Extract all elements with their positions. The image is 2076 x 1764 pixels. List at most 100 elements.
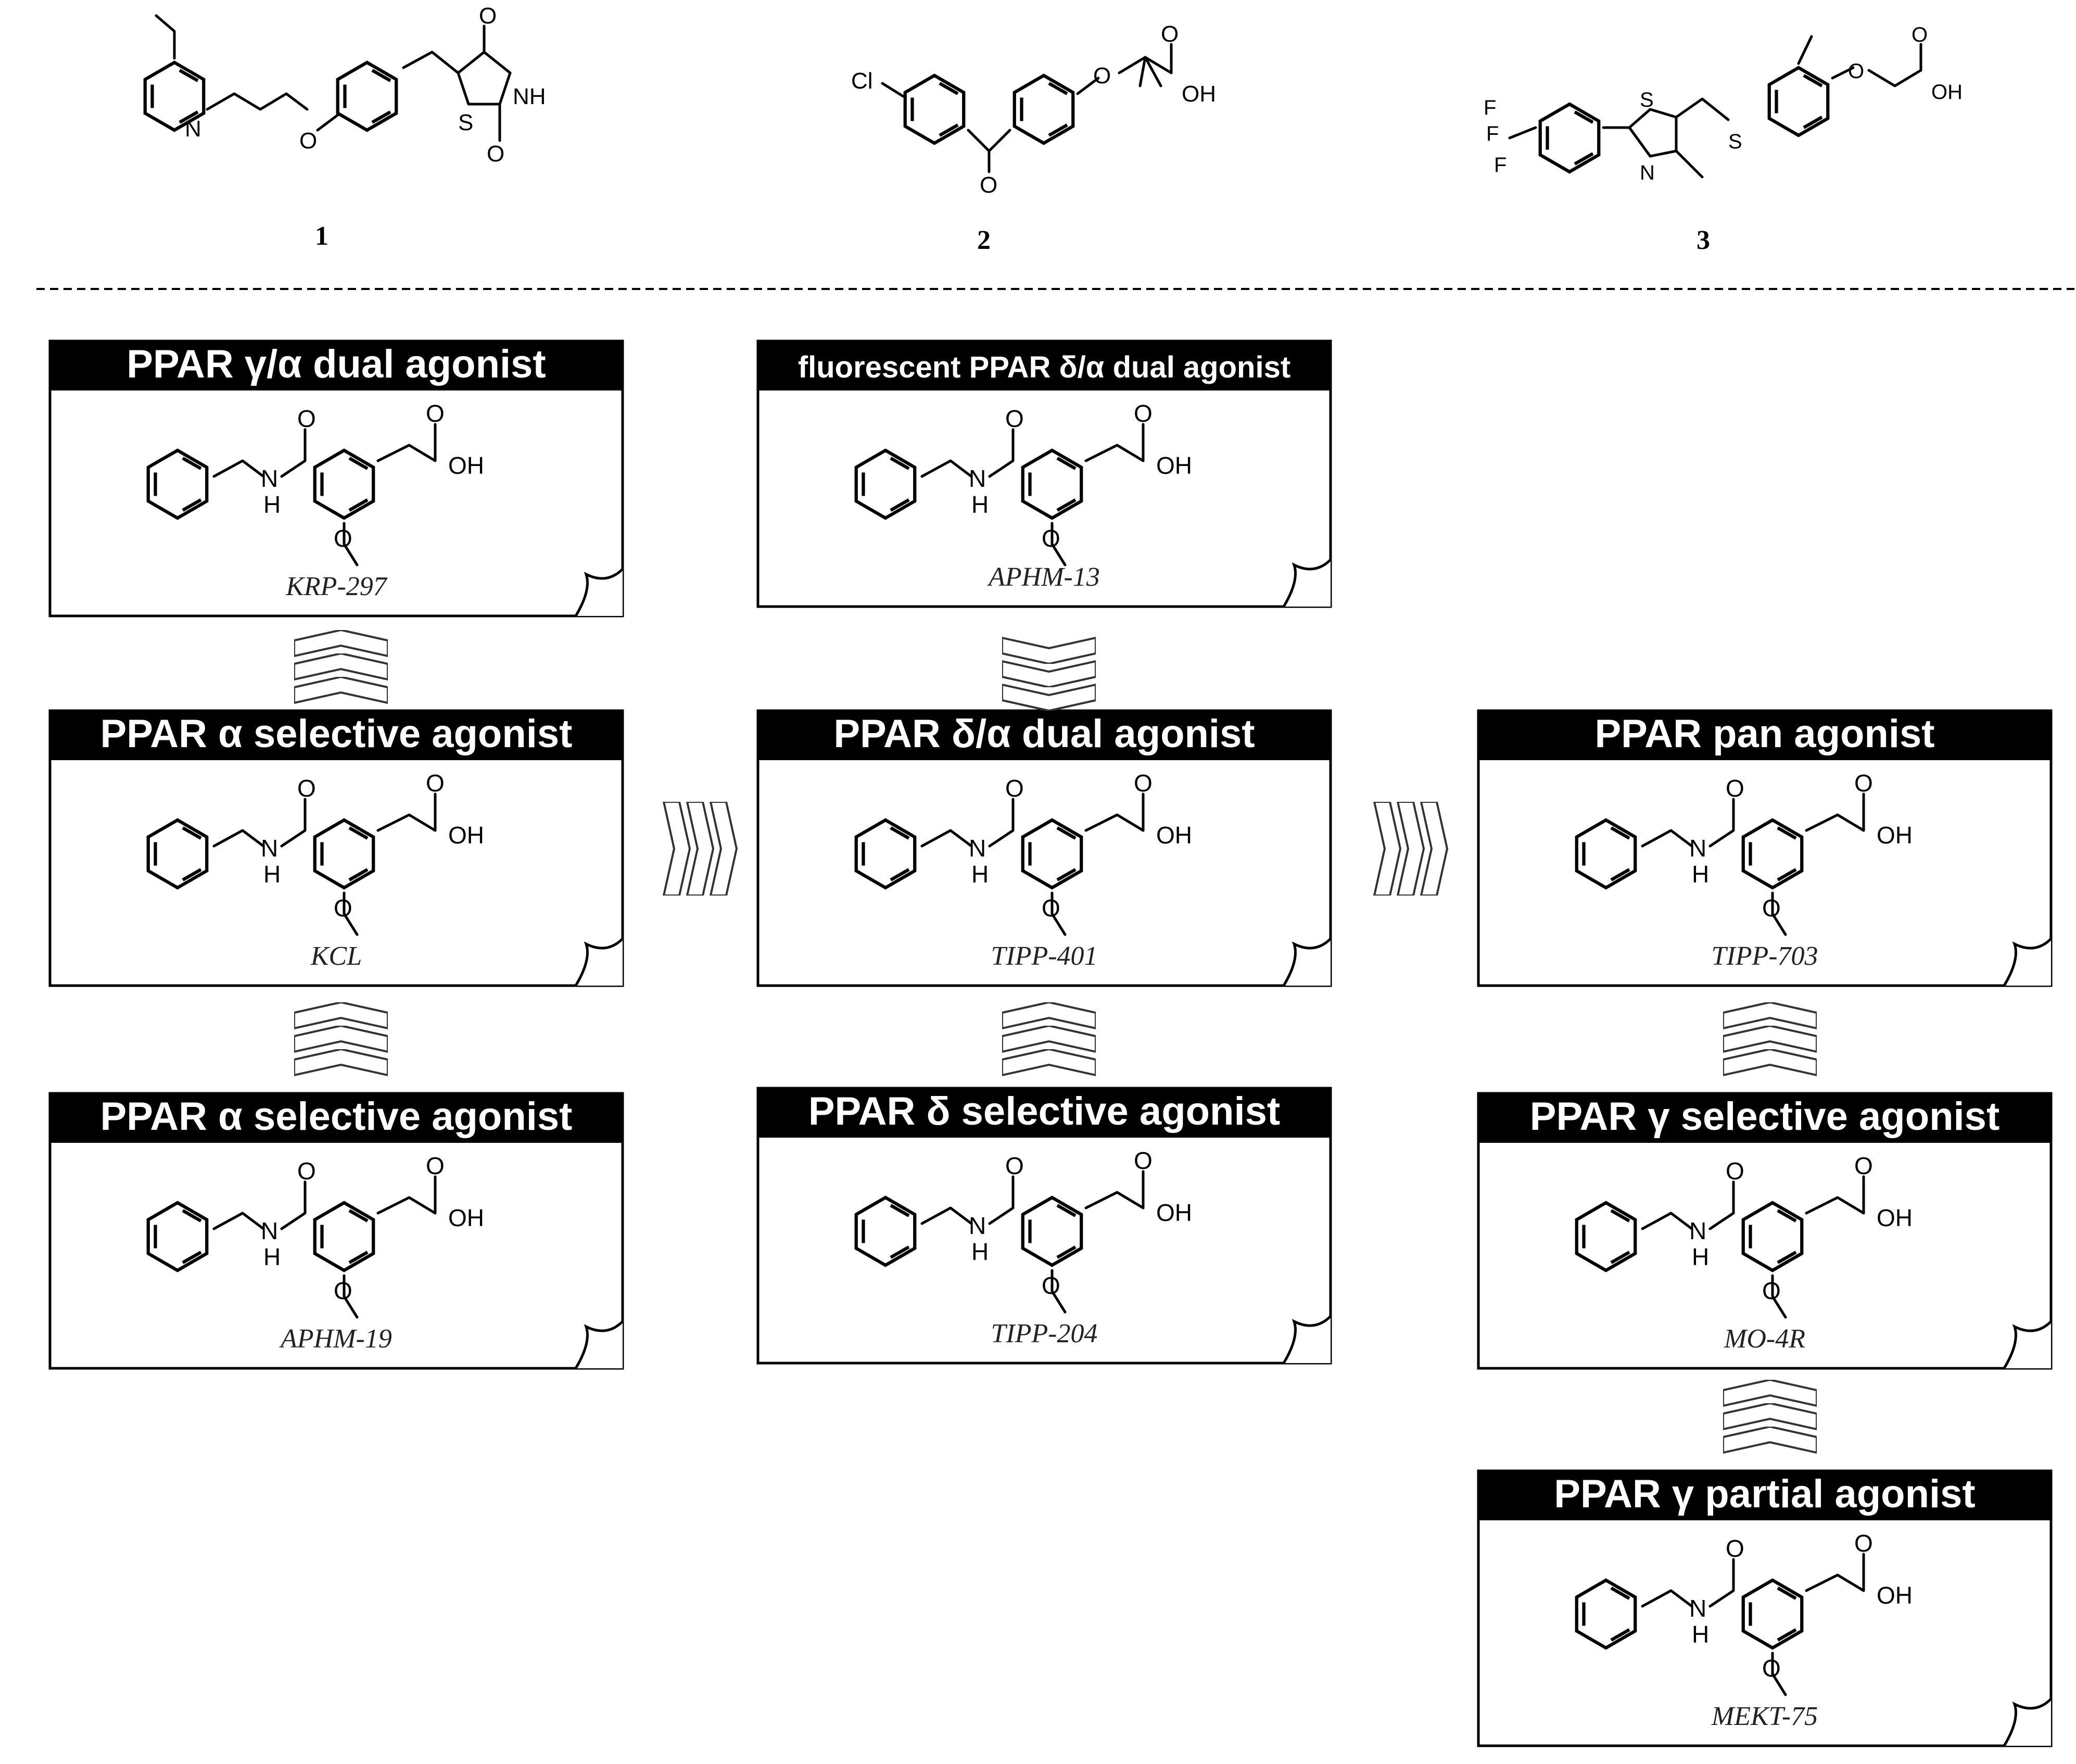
atom-label: OH (1877, 1204, 1913, 1231)
card-title-bar (50, 341, 623, 390)
atom-label: N (1689, 835, 1706, 862)
transition-arrow (1002, 637, 1096, 711)
atom-label: O (426, 770, 445, 797)
atom-label: O (334, 894, 352, 922)
card-title: PPAR δ/α dual agonist (833, 712, 1255, 756)
card-title-bar (50, 1093, 623, 1143)
atom-label: O (1762, 894, 1781, 922)
compound-name: APHM-19 (279, 1324, 392, 1354)
card-title: PPAR pan agonist (1594, 712, 1934, 756)
atom-label: OH (1156, 1199, 1192, 1226)
atom-label: O (334, 1277, 352, 1304)
compound-number: 1 (315, 221, 328, 251)
card-title-bar (1478, 1471, 2051, 1520)
atom-label: OH (448, 1204, 484, 1231)
atom-label: O (297, 405, 316, 432)
compound-3-structure: F F F S N S O O OH (1484, 23, 1963, 184)
atom-label: O (479, 3, 497, 29)
transition-arrow (294, 630, 388, 704)
atom-label: N (261, 835, 278, 862)
atom-label: O (1854, 770, 1873, 797)
atom-label: O (1005, 405, 1024, 432)
atom-label: O (1762, 1655, 1781, 1682)
card-title: PPAR γ selective agonist (1530, 1094, 2000, 1139)
atom-label: O (1093, 63, 1111, 89)
atom-label: O (1042, 1272, 1060, 1299)
card-aphm13: fluorescent PPAR δ/α dual agonistAPHM-13… (756, 339, 1332, 608)
atom-label: O (1005, 775, 1024, 802)
page-curl (576, 569, 623, 616)
atom-label: H (263, 861, 281, 888)
compound-1-structure: N O O NH S O (145, 3, 546, 167)
atom-label: O (1762, 1277, 1781, 1304)
compound-name: KCL (310, 941, 362, 971)
atom-label: O (1854, 1152, 1873, 1179)
page-curl (1284, 1316, 1331, 1363)
atom-label: O (1912, 23, 1928, 46)
page-curl-edge (574, 1320, 624, 1369)
card-title-bar (1478, 1093, 2051, 1143)
atom-label: H (1692, 861, 1709, 888)
atom-label: O (1134, 400, 1153, 427)
card-title: PPAR α selective agonist (100, 712, 573, 756)
atom-label: O (299, 128, 317, 154)
atom-label: O (1726, 1535, 1744, 1562)
atom-label: H (971, 1238, 989, 1265)
atom-label: N (969, 835, 986, 862)
atom-label: H (971, 861, 989, 888)
compound-name: MO-4R (1724, 1324, 1805, 1354)
atom-label: H (263, 1243, 281, 1270)
compound-name: TIPP-401 (991, 941, 1097, 971)
atom-label: S (1728, 130, 1742, 153)
compound-name: MEKT-75 (1711, 1702, 1818, 1731)
atom-label: F (1494, 154, 1507, 177)
atom-label: O (297, 775, 316, 802)
atom-label: O (980, 172, 997, 198)
atom-label: F (1486, 122, 1499, 145)
page-curl (1284, 939, 1331, 986)
page-curl-edge (1282, 559, 1332, 608)
atom-label: N (969, 465, 986, 492)
atom-label: O (1042, 894, 1060, 922)
compound-number: 3 (1697, 225, 1710, 255)
atom-label: OH (1877, 822, 1913, 849)
atom-label: O (334, 525, 352, 552)
atom-label: N (969, 1212, 986, 1239)
page-curl-edge (2003, 938, 2052, 987)
atom-label: OH (448, 452, 484, 479)
atom-label: O (426, 400, 445, 427)
compound-name: KRP-297 (285, 572, 388, 601)
page-curl (2004, 939, 2051, 986)
page-curl (2004, 1699, 2051, 1746)
atom-label: S (458, 110, 473, 135)
atom-label: N (1689, 1595, 1706, 1622)
atom-label: O (1134, 1147, 1153, 1174)
page-curl (576, 1321, 623, 1368)
atom-label: N (261, 465, 278, 492)
compound-2-structure: Cl O O O OH (851, 21, 1216, 198)
page-curl-edge (2003, 1320, 2052, 1369)
atom-label: O (1042, 525, 1060, 552)
transition-arrow (294, 1002, 388, 1076)
atom-label: O (1134, 770, 1153, 797)
atom-label: OH (448, 822, 484, 849)
atom-label: OH (1156, 822, 1192, 849)
compound-number: 2 (977, 225, 991, 255)
card-title-bar (758, 341, 1331, 390)
card-title: PPAR α selective agonist (100, 1094, 573, 1139)
card-title: PPAR δ selective agonist (808, 1089, 1280, 1133)
atom-label: O (1726, 1157, 1744, 1185)
compound-name: TIPP-204 (991, 1319, 1097, 1349)
atom-label: OH (1877, 1582, 1913, 1609)
card-title-bar (758, 711, 1331, 760)
